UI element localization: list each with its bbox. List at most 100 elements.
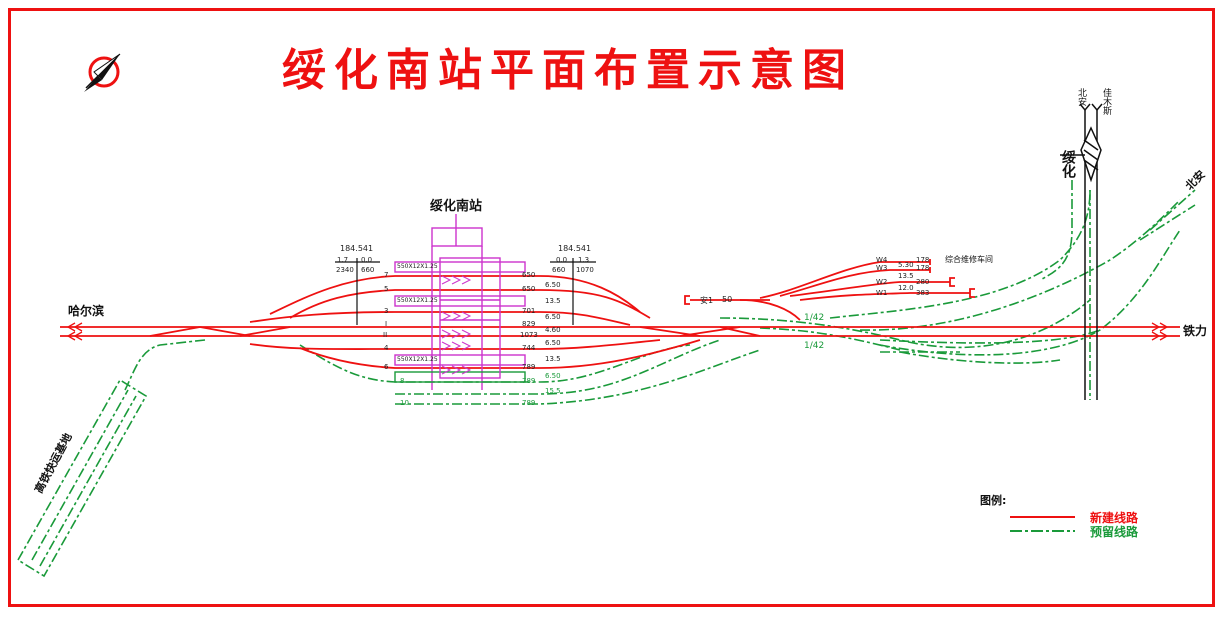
reserved-curve-3: [879, 329, 1101, 344]
platform-2: [394, 295, 526, 307]
crossover-w3: [239, 326, 291, 337]
reserved-length: 789: [522, 377, 536, 385]
track-5: [289, 289, 651, 319]
reserved-depot-track-2: [39, 395, 137, 567]
reserved-curve-2: [759, 327, 901, 351]
reserved-north-connector: [829, 189, 1091, 319]
maint-W1: [799, 292, 970, 301]
maint-W2: [789, 281, 950, 297]
legend-new-label: 新建线路: [1090, 511, 1139, 525]
track-number: 5: [384, 285, 389, 293]
crossover-e2: [679, 326, 741, 337]
reserved-curve-1: [719, 299, 1091, 349]
platform-4-reserved: [394, 371, 526, 383]
maint-W4: [759, 261, 930, 299]
track-width: 13.5: [545, 355, 561, 363]
maintenance-label: 综合维修车间: [945, 255, 993, 264]
maint-track: W2: [876, 278, 888, 286]
station-complex: [394, 214, 526, 390]
north-line-b: 佳木斯: [1101, 88, 1111, 115]
track-number: 7: [384, 271, 389, 279]
crossover-e3: [719, 326, 761, 337]
platform-label: 550X12X1.25: [397, 263, 438, 270]
grade-right-d: 1070: [576, 266, 594, 274]
grade-left-b: 0.0: [361, 256, 373, 264]
maint-W3: [779, 269, 930, 297]
track-number: II: [383, 331, 388, 339]
maint-width: 12.0: [898, 284, 914, 292]
maint-length: 280: [916, 278, 930, 286]
turnout-ratio-upper: 1/42: [804, 313, 825, 323]
safety-track-label: 安1: [700, 296, 714, 305]
north-city: 绥化: [1060, 150, 1076, 178]
grade-left-c: 2340: [336, 266, 354, 274]
track-length: 701: [522, 307, 536, 315]
reserved-curve-4: [899, 351, 1061, 364]
track-width: 6.50: [545, 339, 561, 347]
platform-1: [394, 261, 526, 273]
maint-length: 178: [916, 264, 930, 272]
platform-3: [394, 354, 526, 366]
bridge-box: [439, 257, 501, 379]
east-destination: 铁力: [1183, 324, 1208, 338]
turnout-ratio-lower: 1/42: [804, 341, 825, 351]
reserved-track-10b: [395, 349, 761, 405]
track-number: 3: [384, 307, 389, 315]
compass-icon: [84, 53, 121, 92]
km-markers: [335, 258, 596, 325]
platform-label: 550X12X1.25: [397, 297, 438, 304]
track-width: 13.5: [545, 297, 561, 305]
reserved-depot-track-1: [31, 389, 129, 561]
track-width: 6.50: [545, 313, 561, 321]
legend-lines: [1010, 516, 1075, 532]
east-arrows: [1151, 322, 1169, 341]
track-length: 789: [522, 363, 536, 371]
maint-width: 5.30: [898, 261, 914, 269]
maint-track: W3: [876, 264, 888, 272]
grade-left-a: 1.7: [337, 256, 349, 264]
track-4: [249, 339, 661, 350]
north-line-a: 北安: [1076, 88, 1086, 106]
grade-left-d: 660: [361, 266, 375, 274]
track-length: 1073: [520, 331, 538, 339]
track-7: [269, 275, 641, 315]
station-building: [431, 227, 483, 247]
maint-length: 178: [916, 256, 930, 264]
grade-right-a: 0.0: [556, 256, 568, 264]
maint-buffer-W2: [949, 277, 955, 287]
grade-right-b: 1.3: [578, 256, 590, 264]
crossover-w2: [199, 326, 251, 337]
track-3: [249, 311, 631, 326]
track-length: 650: [522, 285, 536, 293]
track-width: 6.50: [545, 281, 561, 289]
platform-arrows: [441, 275, 472, 375]
legend-reserved-label: 预留线路: [1090, 525, 1139, 539]
west-arrows: [66, 322, 83, 341]
station-name: 绥化南站: [430, 199, 483, 214]
reserved-ne-a: [1149, 189, 1196, 231]
reserved-depot-link: [124, 339, 206, 391]
maint-width: 13.5: [898, 272, 914, 280]
reserved-depot-outline: [16, 378, 148, 578]
maint-buffer-W1: [969, 288, 975, 298]
diagram-title: 绥化南站平面布置示意图: [282, 45, 854, 96]
track-width: 4.60: [545, 326, 561, 334]
track-number: I: [385, 320, 388, 328]
new-lines: [60, 259, 1180, 369]
safety-link: [739, 299, 801, 321]
reserved-track-8: [299, 344, 691, 383]
grade-right-c: 660: [552, 266, 566, 274]
km-left: 184.541: [340, 244, 374, 253]
west-destination: 哈尔滨: [68, 304, 105, 318]
reserved-north-spur: [1039, 180, 1073, 281]
safety-track-length: 50: [722, 295, 733, 304]
reserved-track-10: [395, 339, 721, 395]
track-number: 6: [384, 363, 389, 371]
platform-label: 550X12X1.25: [397, 356, 438, 363]
maint-length: 383: [916, 289, 930, 297]
reserved-ne-b: [1139, 204, 1196, 241]
track-length: 650: [522, 271, 536, 279]
reserved-width: 6.50: [545, 372, 561, 380]
reserved-length: 789: [522, 399, 536, 407]
